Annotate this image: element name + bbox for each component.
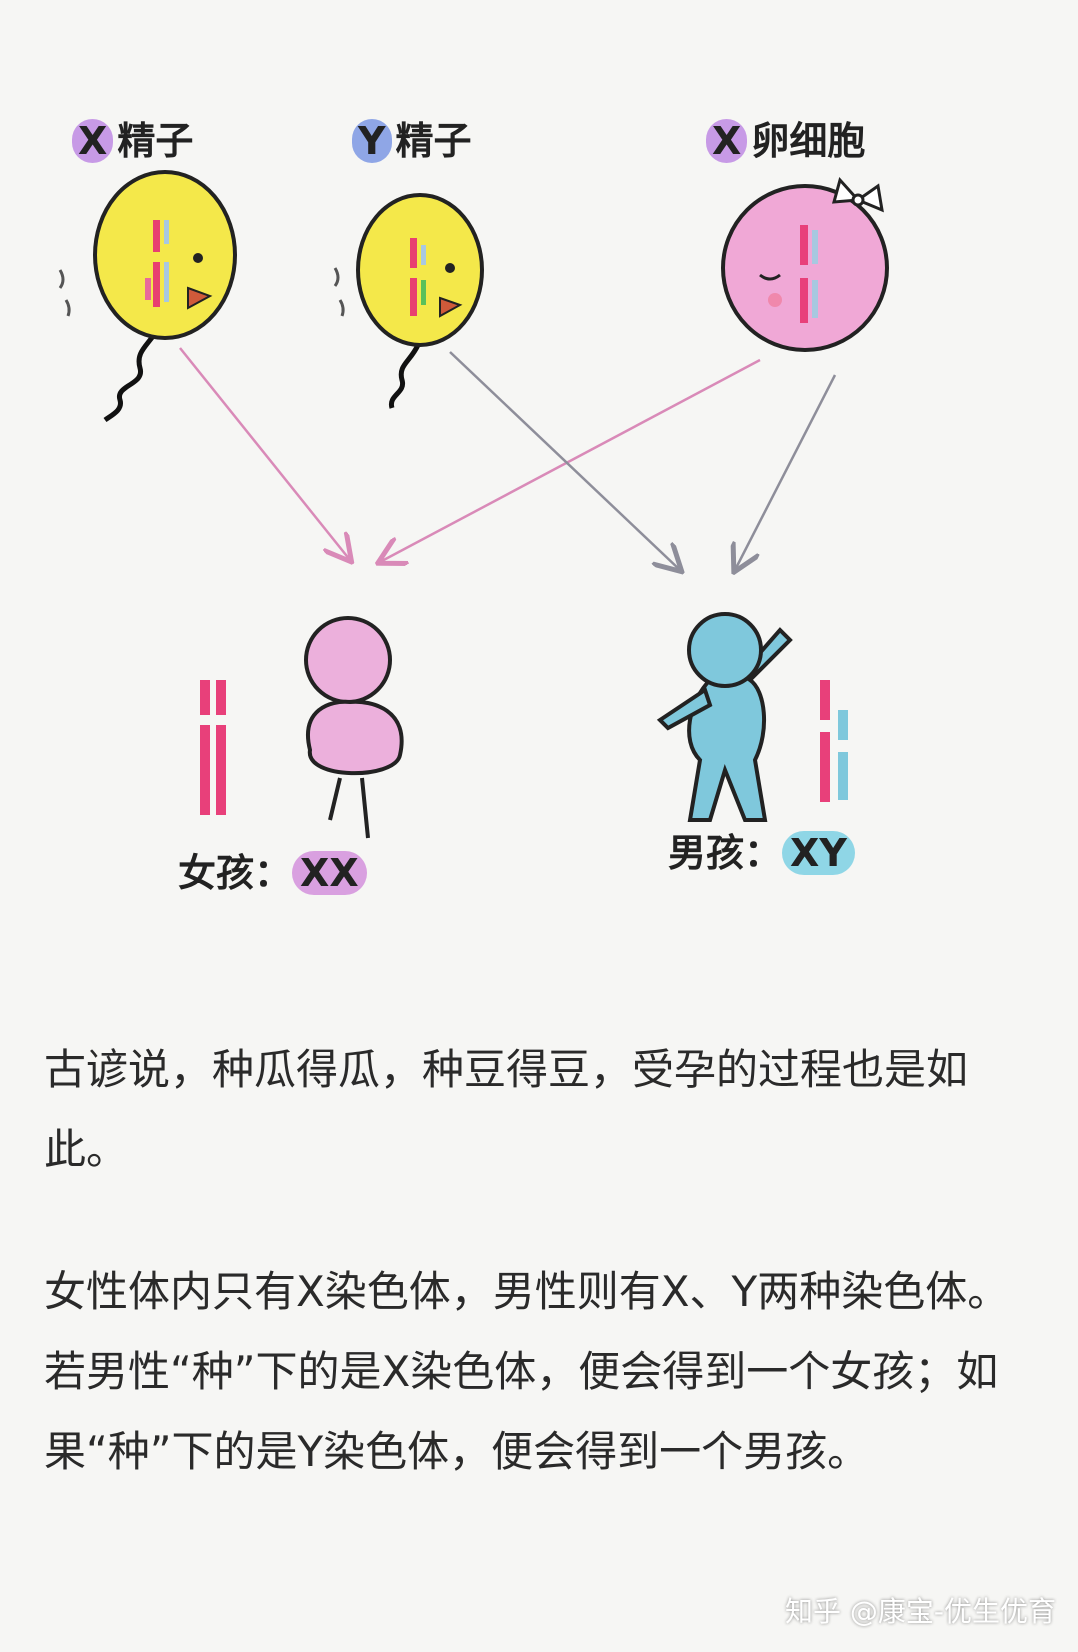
paragraph-2: 女性体内只有X染色体，男性则有X、Y两种染色体。若男性“种”下的是X染色体，便会… (44, 1267, 1010, 1476)
watermark: 知乎 @康宝-优生优育 (784, 1595, 1056, 1628)
x-chromosome-chip: X (72, 119, 114, 163)
x-egg-text: 卵细胞 (751, 119, 866, 163)
boy-figure (656, 612, 848, 822)
x-egg-cell (721, 176, 889, 352)
arrow-egg-to-boy (735, 374, 837, 570)
y-chromosome-chip: Y (352, 119, 392, 163)
y-sperm-cell (333, 193, 484, 409)
y-sperm-text: 精子 (395, 119, 472, 163)
girl-caption-text: 女孩： (178, 851, 293, 895)
x-sperm-cell (58, 170, 237, 423)
arrow-egg-to-girl (380, 358, 761, 562)
paragraph-1: 古谚说，种瓜得瓜，种豆得豆，受孕的过程也是如此。 (44, 1045, 969, 1174)
boy-caption-text: 男孩： (668, 831, 783, 875)
arrow-xsperm-to-girl (179, 347, 350, 560)
sex-determination-diagram (58, 170, 889, 839)
girl-figure (200, 616, 404, 839)
boy-caption: 男孩：XY (668, 822, 855, 877)
xx-chip: XX (292, 851, 367, 895)
arrow-ysperm-to-boy (449, 351, 680, 570)
girl-caption: 女孩：XX (178, 842, 367, 897)
x-chromosome-chip: X (706, 119, 748, 163)
x-sperm-text: 精子 (117, 119, 194, 163)
xy-chip: XY (782, 831, 855, 875)
